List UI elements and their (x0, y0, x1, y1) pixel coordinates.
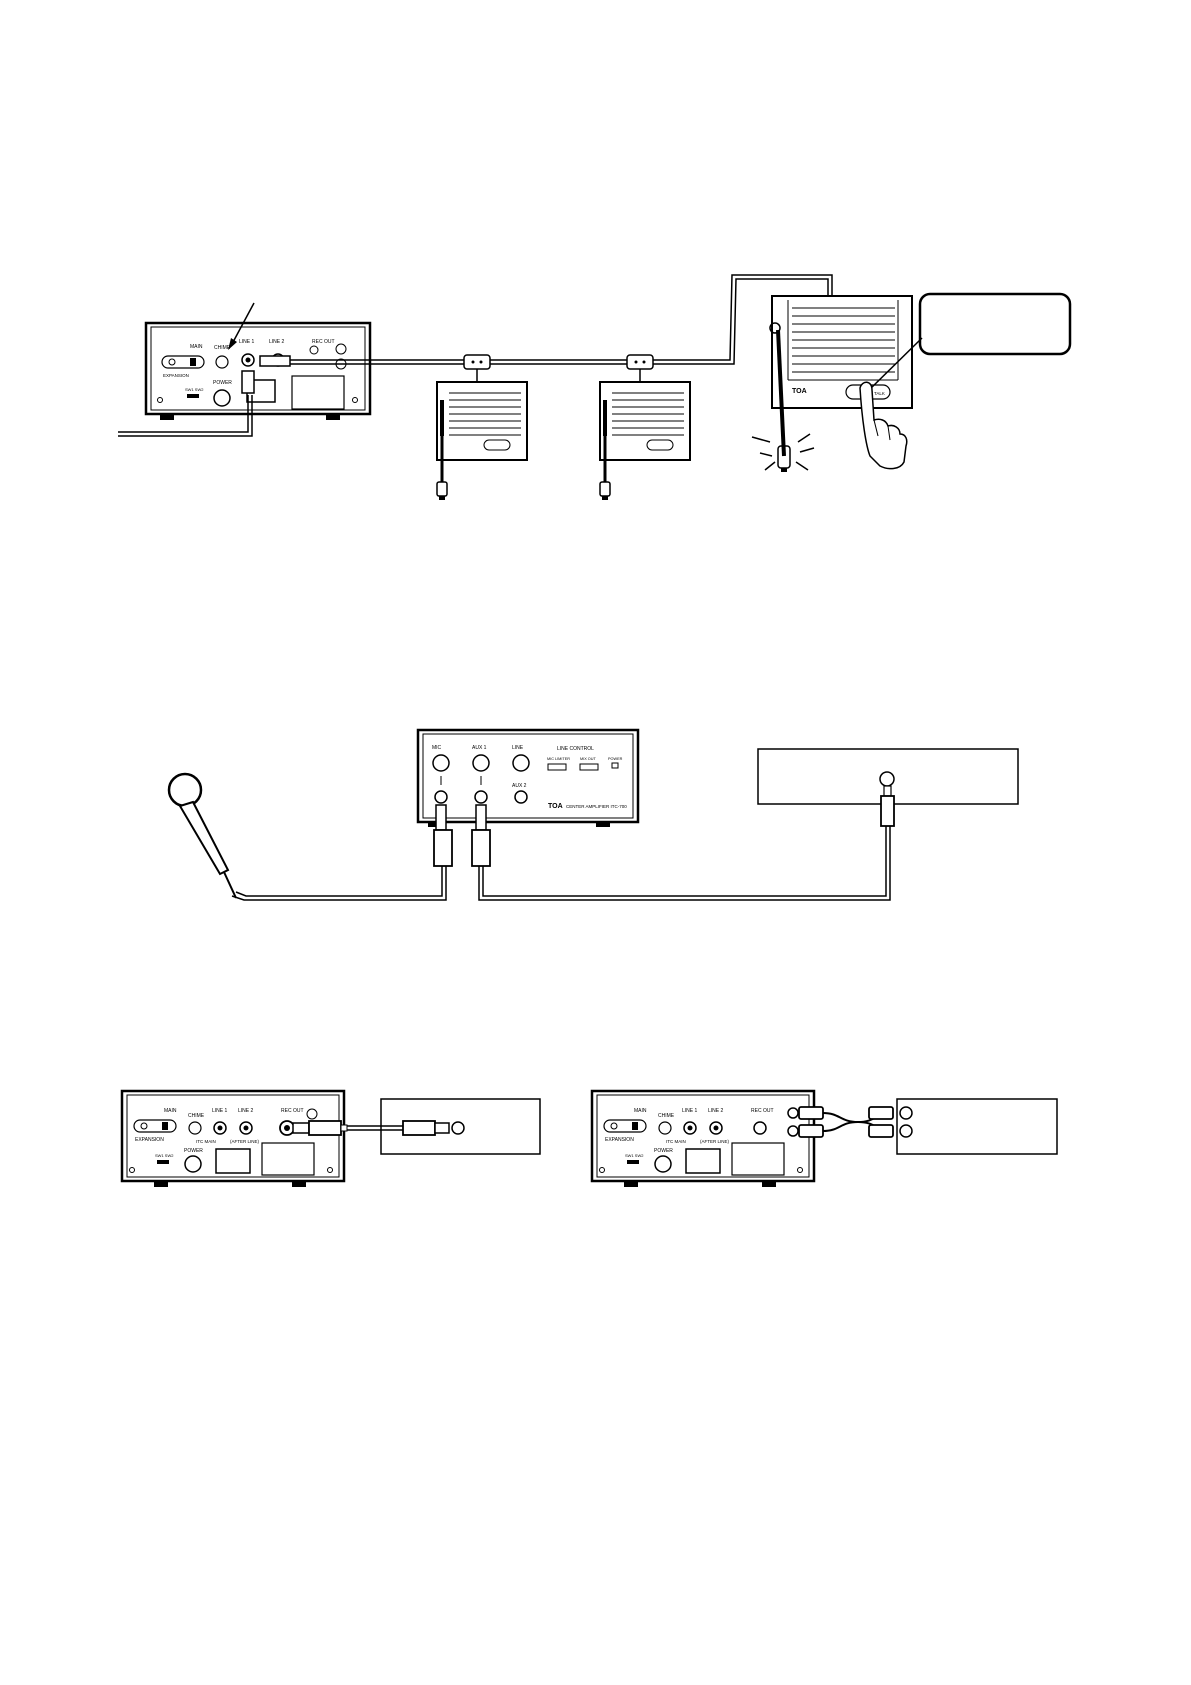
rec-out-label: REC OUT (312, 339, 335, 345)
mic-limiter-switch[interactable] (547, 763, 567, 771)
aux1-plug (471, 829, 491, 867)
aux1-label: AUX 1 (472, 745, 487, 751)
power-switch[interactable] (213, 389, 231, 407)
line2-label: LINE 2 (269, 339, 285, 345)
arrow-head-icon (228, 338, 237, 350)
power-label-2: POWER (184, 1148, 203, 1154)
aux2-input-jack[interactable] (514, 790, 528, 804)
amp-brand: TOA (548, 803, 563, 810)
power-indicator (611, 762, 619, 769)
line1-label: LINE 1 (239, 339, 255, 345)
power-label-amp: POWER (608, 757, 623, 761)
ac-inlet-3 (685, 1148, 721, 1174)
main-label: MAIN (190, 344, 203, 350)
expansion-label: EXPANSION (163, 373, 189, 378)
aux1-volume-knob[interactable] (472, 754, 490, 772)
mic-label: MIC (432, 745, 442, 751)
device-plug (880, 795, 895, 827)
recorder-device-1 (380, 1098, 541, 1155)
junction-box-1 (463, 354, 491, 370)
handheld-microphone-icon (167, 772, 237, 899)
main-label-2: MAIN (164, 1108, 177, 1114)
delegate-station-2 (599, 381, 691, 500)
line1-label-3: LINE 1 (682, 1108, 698, 1114)
line-control-label: LINE CONTROL (557, 746, 594, 752)
line1-jack[interactable] (241, 353, 255, 367)
mic-plug (433, 829, 453, 867)
after-line-label-3: (AFTER LINE) (700, 1139, 730, 1144)
mixer-unit-bottom-left: MAIN EXPANSION CHIME LINE 1 LINE 2 ITC M… (120, 1089, 346, 1187)
expansion-label-3: EXPANSION (605, 1137, 634, 1143)
chime-knob[interactable] (215, 355, 229, 369)
mixer-unit-top: MAIN EXPANSION CHIME LINE 1 LINE 2 REC O… (144, 321, 372, 420)
chime-label-2: CHIME (188, 1113, 205, 1119)
mixer-unit-bottom-right: MAIN EXPANSION CHIME LINE 1 LINE 2 ITC M… (590, 1089, 816, 1187)
talk-label: TALK (874, 391, 885, 396)
delegate-station-1 (436, 381, 528, 500)
after-line-label: (AFTER LINE) (230, 1139, 260, 1144)
sw-label: SW1 SW2 (185, 387, 204, 392)
amp-model: CENTER AMPLIFIER ITC-700 (566, 804, 627, 809)
mix-out-switch[interactable] (579, 763, 599, 771)
aux1-input-jack[interactable] (474, 790, 488, 804)
sw-label-2: SW1 SW2 (155, 1153, 174, 1158)
mic-volume-knob[interactable] (432, 754, 450, 772)
ac-inlet-2 (215, 1148, 251, 1174)
rec-out-label-3: REC OUT (751, 1108, 774, 1114)
mix-out-label: MIX OUT (580, 757, 597, 761)
callout-box (918, 292, 1072, 356)
section-rec-out-connection: MAIN EXPANSION CHIME LINE 1 LINE 2 ITC M… (120, 1089, 1058, 1187)
itc-main-label-3: ITC MAIN (666, 1139, 686, 1144)
line1-jack-2[interactable] (213, 1121, 227, 1135)
mic-input-jack[interactable] (434, 790, 448, 804)
chime-knob-2[interactable] (188, 1121, 202, 1135)
junction-box-2 (626, 354, 654, 370)
line2-label-3: LINE 2 (708, 1108, 724, 1114)
line2-jack-3[interactable] (709, 1121, 723, 1135)
aux2-label: AUX 2 (512, 783, 527, 789)
chime-knob-3[interactable] (658, 1121, 672, 1135)
hand-icon (859, 381, 908, 470)
expansion-label-2: EXPANSION (135, 1137, 164, 1143)
line2-jack-2[interactable] (239, 1121, 253, 1135)
station-brand: TOA (792, 388, 807, 395)
rec-out-plug (308, 1120, 342, 1136)
power-label-3: POWER (654, 1148, 673, 1154)
main-label-3: MAIN (634, 1108, 647, 1114)
power-switch-2[interactable] (184, 1155, 202, 1173)
recorder-plug (402, 1120, 436, 1136)
rca-jack-l[interactable] (787, 1107, 799, 1119)
line-label: LINE (512, 745, 524, 751)
sw-label-3: SW1 SW2 (625, 1153, 644, 1158)
rca-jack-r[interactable] (787, 1125, 799, 1137)
rec-out-label-2: REC OUT (281, 1108, 304, 1114)
line-volume-knob[interactable] (512, 754, 530, 772)
section-conference-system: MAIN EXPANSION CHIME LINE 1 LINE 2 REC O… (118, 274, 1072, 500)
chime-label-3: CHIME (658, 1113, 675, 1119)
power-switch-3[interactable] (654, 1155, 672, 1173)
section-amplifier-connection: MIC AUX 1 LINE AUX 2 LINE CONTROL MIC LI… (167, 728, 1019, 901)
line1-jack-3[interactable] (683, 1121, 697, 1135)
itc-main-label: ITC MAIN (196, 1139, 216, 1144)
center-amplifier: MIC AUX 1 LINE AUX 2 LINE CONTROL MIC LI… (416, 728, 640, 827)
mic-active-flash-icon (751, 433, 815, 471)
line2-label-2: LINE 2 (238, 1108, 254, 1114)
line1-label-2: LINE 1 (212, 1108, 228, 1114)
chime-label: CHIME (214, 345, 231, 351)
power-label: POWER (213, 380, 232, 386)
recorder-device-2 (896, 1098, 1058, 1155)
mic-limiter-label: MIC LIMITER (547, 757, 570, 761)
